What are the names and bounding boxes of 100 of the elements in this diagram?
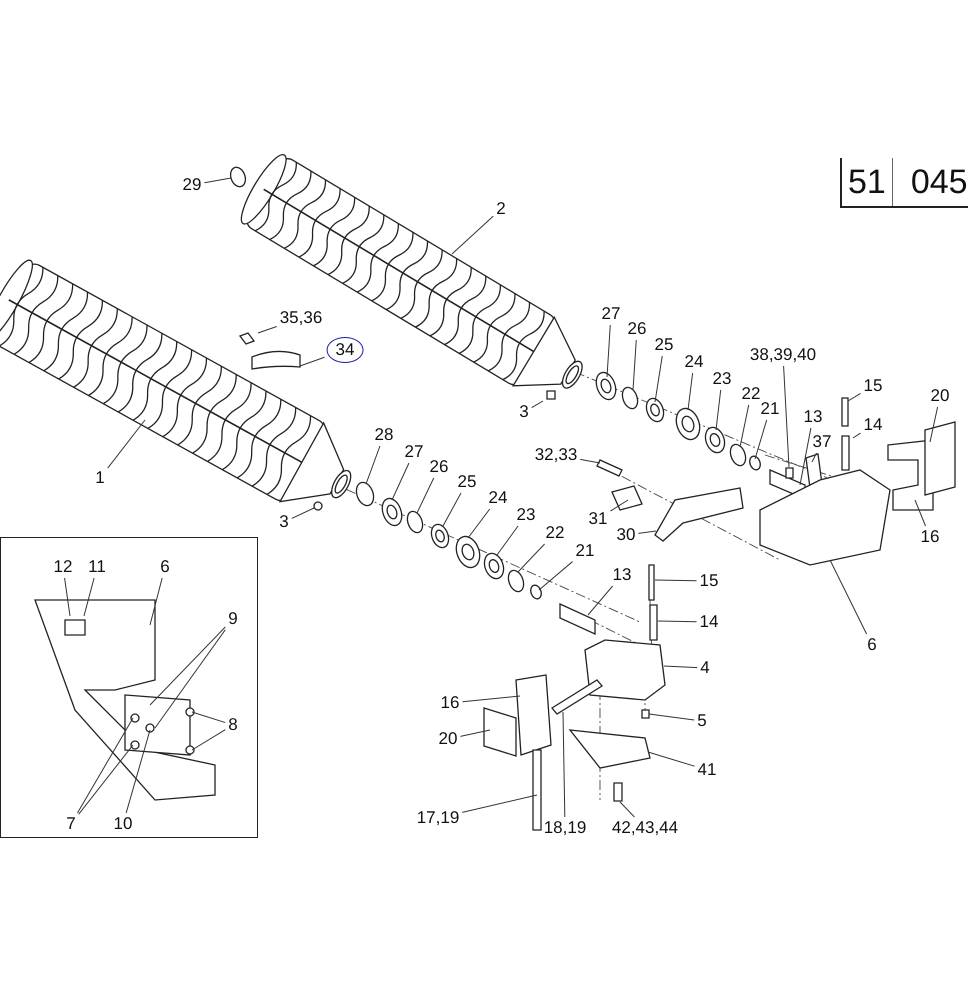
callout-number: 13	[802, 408, 824, 426]
callout-number: 23	[712, 370, 732, 388]
callout-number: 20	[930, 387, 950, 405]
leader-line	[654, 356, 663, 402]
leader-line	[852, 432, 862, 438]
callout-number: 28	[374, 426, 394, 444]
callout-number: 15	[862, 377, 884, 395]
callout-number: 30	[616, 526, 636, 544]
leader-line	[496, 526, 519, 556]
leader-line	[78, 744, 134, 815]
callout-number: 17,19	[416, 809, 460, 827]
callout-number: 8	[227, 716, 239, 734]
leader-line	[392, 462, 410, 500]
leader-line	[783, 366, 790, 468]
leader-line	[154, 629, 226, 728]
callout-number: 6	[159, 558, 171, 576]
callout-number: 3	[278, 513, 290, 531]
leader-line	[648, 714, 695, 720]
callout-number: 12	[52, 558, 74, 576]
leader-line	[64, 578, 70, 616]
callout-number: 1	[94, 469, 106, 487]
callout-number: 25	[654, 336, 674, 354]
callout-number: 24	[488, 489, 508, 507]
leader-line	[538, 561, 574, 590]
leader-line	[462, 696, 520, 702]
callout-number: 4	[699, 659, 711, 677]
leader-line	[204, 178, 232, 184]
page-reference-box	[840, 158, 968, 208]
reference-number: 51	[847, 162, 887, 202]
leader-line	[192, 729, 226, 750]
callout-number: 14	[698, 613, 720, 631]
callout-number: 13	[612, 566, 632, 584]
callout-number: 16	[440, 694, 460, 712]
leader-line	[300, 356, 326, 366]
leader-line	[716, 390, 722, 430]
leader-line	[462, 794, 538, 813]
callout-number: 25	[456, 473, 478, 491]
callout-number: 21	[760, 400, 780, 418]
leader-line	[442, 492, 462, 526]
callout-number: 26	[428, 458, 450, 476]
leader-line	[150, 626, 226, 706]
callout-number: 23	[516, 506, 536, 524]
leader-line	[610, 500, 628, 512]
callout-number: 22	[740, 385, 762, 403]
callout-number: 6	[866, 636, 878, 654]
leader-line	[658, 620, 698, 622]
leader-line	[126, 730, 150, 814]
callout-number: 11	[87, 558, 107, 576]
callout-number: 29	[182, 176, 202, 194]
leader-line	[366, 446, 380, 484]
leader-line	[812, 452, 817, 462]
callout-number: 3	[518, 403, 530, 421]
callout-number: 18,19	[542, 819, 588, 837]
leader-line	[460, 730, 490, 737]
reference-number: 045	[910, 162, 968, 202]
leader-line	[930, 406, 938, 442]
circled-callout-number: 34	[326, 337, 364, 363]
leader-line	[588, 586, 614, 616]
callout-number: 9	[227, 610, 239, 628]
leader-line	[830, 560, 868, 634]
callout-number: 14	[862, 416, 884, 434]
leader-line	[518, 544, 546, 572]
callout-number: 32,33	[534, 446, 578, 464]
callout-number: 15	[698, 572, 720, 590]
leader-line	[638, 530, 656, 534]
callout-number: 35,36	[278, 309, 324, 327]
leader-line	[848, 392, 862, 402]
leader-line	[914, 500, 926, 526]
leader-line	[258, 326, 278, 334]
leader-line	[76, 718, 134, 814]
callout-number: 42,43,44	[610, 819, 680, 837]
leader-line	[606, 324, 611, 378]
callout-number: 20	[438, 730, 458, 748]
callout-number: 2	[495, 200, 507, 218]
leader-line	[416, 478, 434, 514]
callout-number: 16	[920, 528, 940, 546]
leader-line	[291, 508, 314, 519]
callout-number: 10	[112, 815, 134, 833]
leader-line	[84, 578, 95, 616]
leader-line	[654, 580, 698, 582]
callout-number: 5	[696, 712, 708, 730]
inset-panel	[0, 537, 258, 838]
callout-number: 22	[544, 524, 566, 542]
leader-line	[562, 712, 566, 818]
callout-number: 38,39,40	[748, 346, 818, 364]
leader-line	[107, 420, 146, 469]
callout-number: 7	[65, 815, 77, 833]
leader-line	[740, 404, 750, 448]
callout-number: 27	[600, 305, 622, 323]
leader-line	[754, 420, 768, 460]
leader-line	[468, 508, 490, 538]
leader-line	[580, 458, 600, 464]
callout-number: 21	[574, 542, 596, 560]
leader-line	[192, 712, 226, 724]
leader-line	[531, 400, 544, 408]
leader-line	[688, 372, 694, 410]
leader-line	[800, 428, 812, 486]
callout-number: 27	[404, 443, 424, 461]
leader-line	[620, 802, 635, 818]
leader-line	[452, 216, 494, 254]
